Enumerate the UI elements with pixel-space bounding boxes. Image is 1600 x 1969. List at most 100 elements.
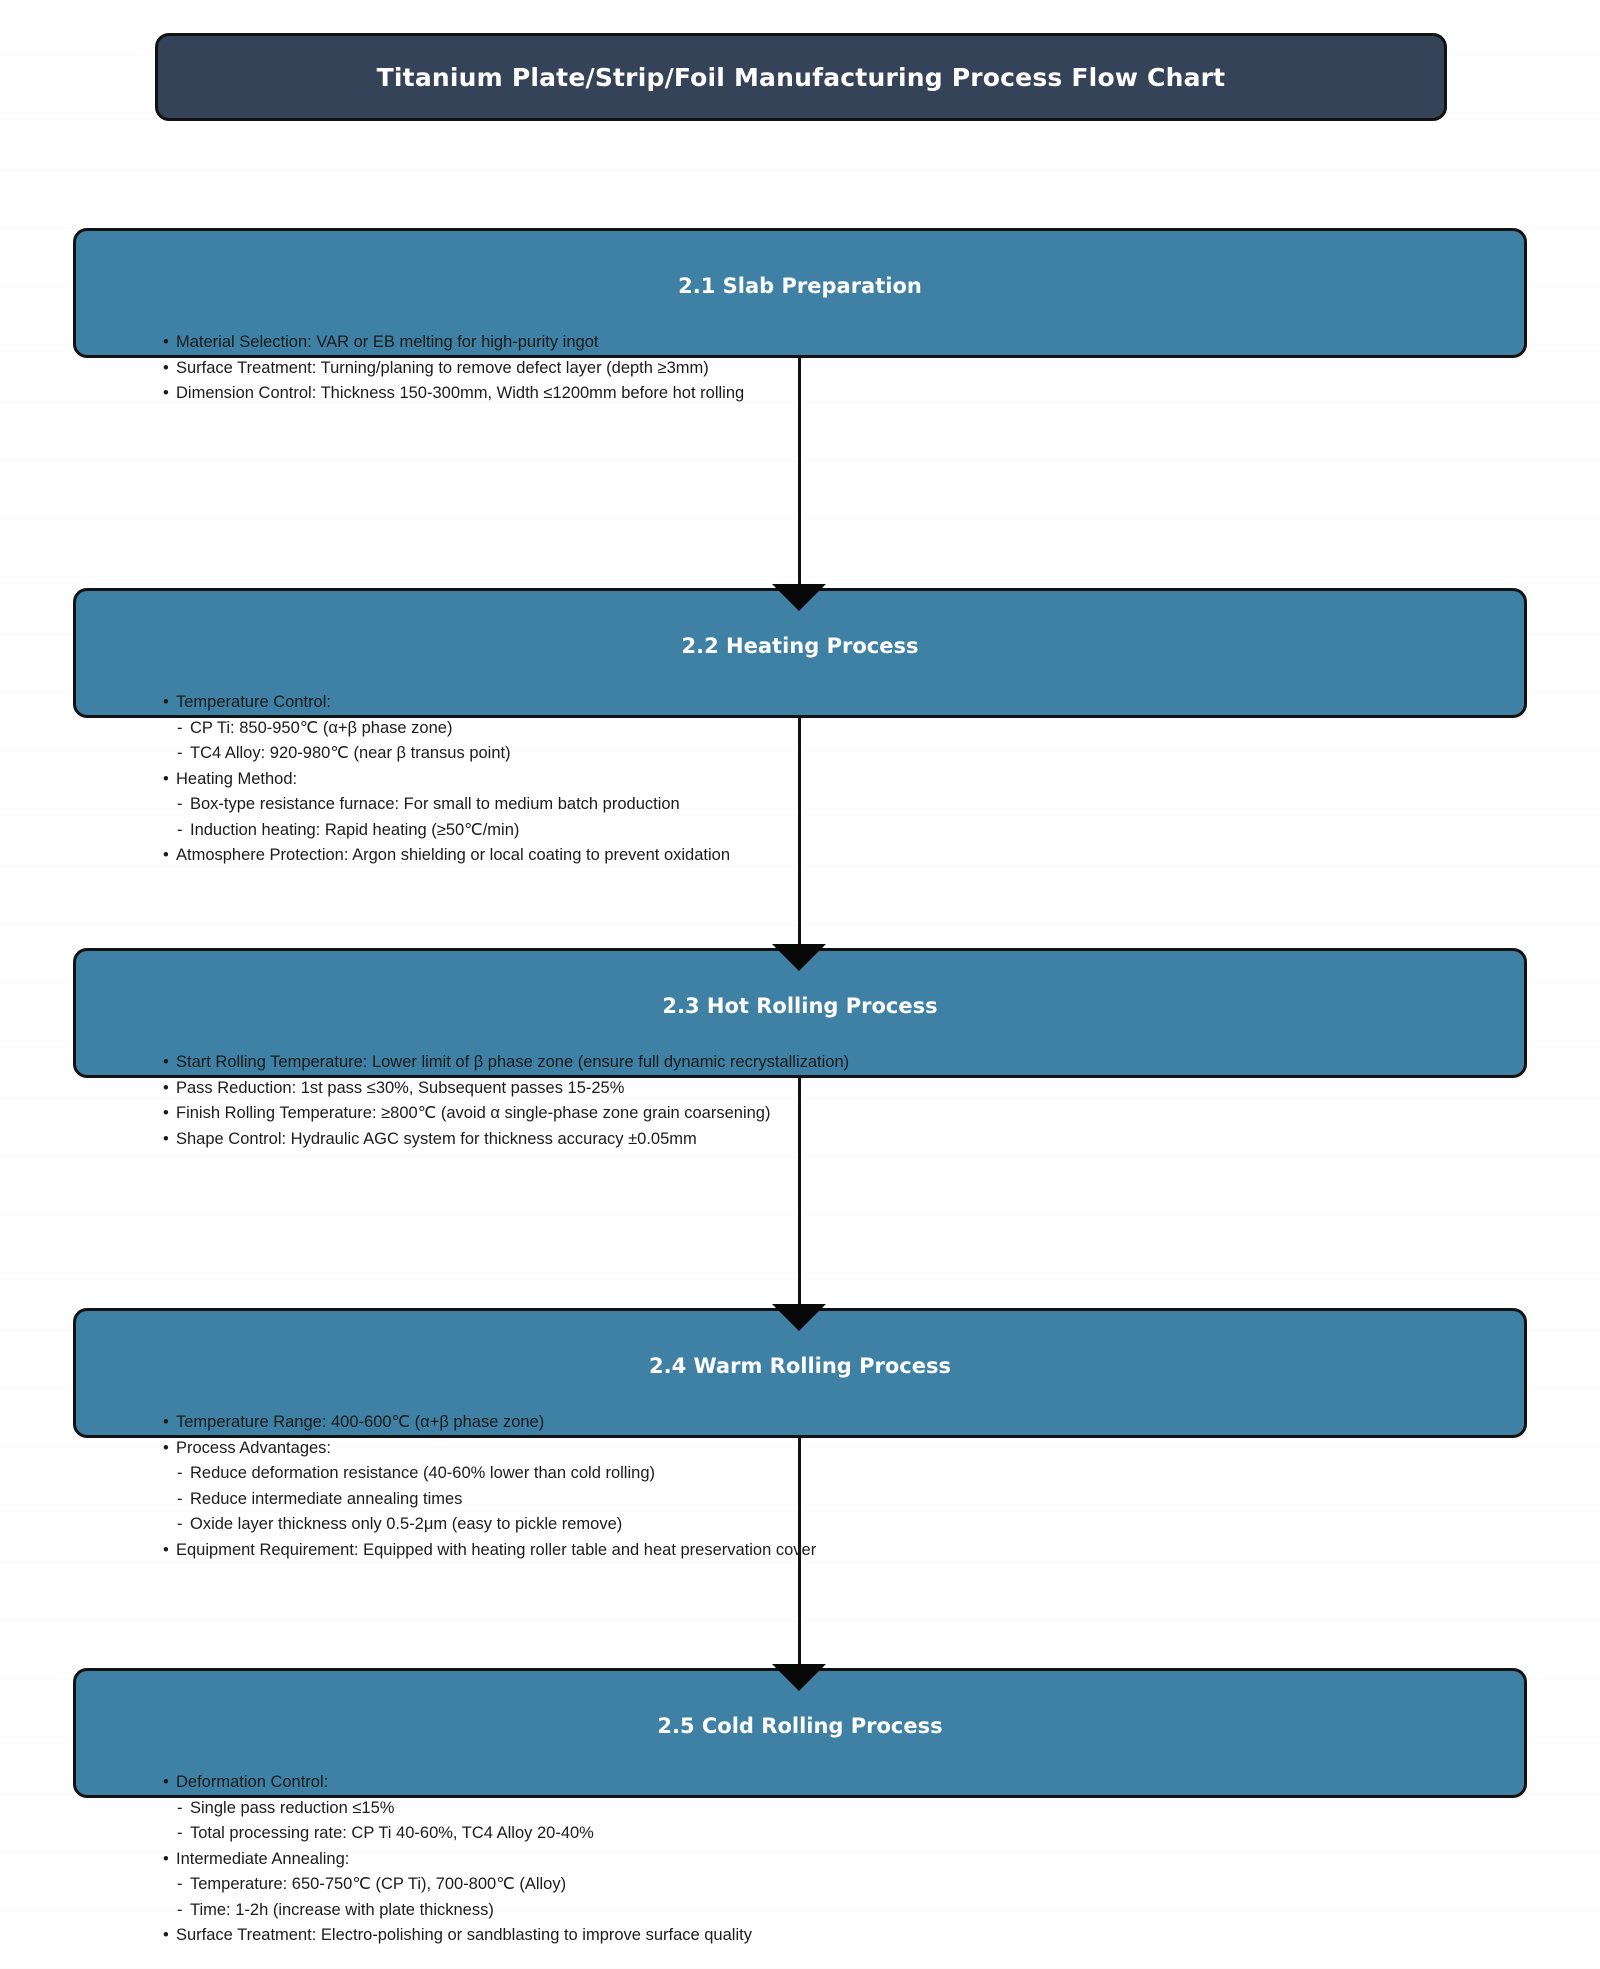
bullet-icon: • (163, 1849, 169, 1868)
stage-bullet-text: Equipment Requirement: Equipped with hea… (176, 1540, 817, 1559)
chart-title-banner: Titanium Plate/Strip/Foil Manufacturing … (155, 33, 1447, 121)
stage-bullet-text: Finish Rolling Temperature: ≥800℃ (avoid… (176, 1104, 771, 1122)
stage-bullet-line: • Heating Method: (163, 767, 730, 793)
sub-bullet-icon: - (177, 1515, 183, 1533)
stage-bullet-text: Temperature Range: 400-600℃ (α+β phase z… (176, 1413, 545, 1431)
stage-bullet-text: TC4 Alloy: 920-980℃ (near β transus poin… (190, 744, 511, 762)
stage-bullet-line: -Oxide layer thickness only 0.5-2μm (eas… (163, 1512, 816, 1538)
stage-header-2-5: 2.5 Cold Rolling Process (657, 1714, 943, 1738)
stage-bullet-line: • Atmosphere Protection: Argon shielding … (163, 843, 730, 869)
flow-connector-line-1 (798, 358, 801, 591)
stage-bullet-line: • Pass Reduction: 1st pass ≤30%, Subseque… (163, 1076, 849, 1102)
stage-bullet-line: • Surface Treatment: Electro-polishing or… (163, 1923, 752, 1949)
bullet-icon: • (163, 1104, 169, 1122)
sub-bullet-icon: - (177, 795, 183, 813)
flow-connector-line-4 (798, 1438, 801, 1671)
stage-bullet-line: • Surface Treatment: Turning/planing to r… (163, 356, 744, 382)
sub-bullet-icon: - (177, 1798, 183, 1817)
bullet-icon: • (163, 384, 169, 402)
stage-bullet-line: • Shape Control: Hydraulic AGC system for… (163, 1127, 849, 1153)
sub-bullet-icon: - (177, 1489, 183, 1508)
stage-bullet-text: Start Rolling Temperature: Lower limit o… (176, 1053, 850, 1071)
bullet-icon: • (163, 1129, 169, 1148)
stage-body-2-3: • Start Rolling Temperature: Lower limit … (163, 1050, 849, 1152)
stage-bullet-text: Dimension Control: Thickness 150-300mm, … (176, 384, 745, 402)
stage-header-2-1: 2.1 Slab Preparation (678, 274, 922, 298)
stage-header-2-3: 2.3 Hot Rolling Process (662, 994, 938, 1018)
stage-bullet-text: Surface Treatment: Turning/planing to re… (176, 358, 709, 377)
stage-bullet-line: -Temperature: 650-750℃ (CP Ti), 700-800℃… (163, 1872, 752, 1898)
stage-bullet-text: Pass Reduction: 1st pass ≤30%, Subsequen… (176, 1078, 625, 1097)
bullet-icon: • (163, 333, 169, 351)
stage-bullet-line: -Induction heating: Rapid heating (≥50℃/… (163, 818, 730, 844)
stage-body-2-2: •Temperature Control:-CP Ti: 850-950℃ (α… (163, 690, 730, 869)
stage-bullet-text: Temperature Control: (176, 693, 331, 711)
stage-bullet-text: Heating Method: (176, 769, 298, 788)
stage-bullet-text: Reduce deformation resistance (40-60% lo… (190, 1464, 655, 1482)
stage-bullet-line: -Box-type resistance furnace: For small … (163, 792, 730, 818)
bullet-icon: • (163, 1773, 169, 1791)
sub-bullet-icon: - (177, 718, 183, 737)
stage-bullet-text: Reduce intermediate annealing times (190, 1489, 463, 1508)
stage-bullet-line: -CP Ti: 850-950℃ (α+β phase zone) (163, 716, 730, 742)
stage-bullet-text: Induction heating: Rapid heating (≥50℃/m… (190, 820, 520, 839)
stage-bullet-line: -TC4 Alloy: 920-980℃ (near β transus poi… (163, 741, 730, 767)
sub-bullet-icon: - (177, 1464, 183, 1482)
stage-bullet-line: • Equipment Requirement: Equipped with he… (163, 1538, 816, 1564)
flow-arrow-head-2 (772, 944, 826, 971)
bullet-icon: • (163, 693, 169, 711)
stage-bullet-line: -Reduce deformation resistance (40-60% l… (163, 1461, 816, 1487)
stage-body-2-4: • Temperature Range: 400-600℃ (α+β phase … (163, 1410, 816, 1563)
stage-bullet-line: • Intermediate Annealing: (163, 1847, 752, 1873)
stage-bullet-line: • Process Advantages: (163, 1436, 816, 1462)
stage-bullet-text: Box-type resistance furnace: For small t… (190, 795, 680, 813)
bullet-icon: • (163, 846, 169, 864)
stage-bullet-text: Intermediate Annealing: (176, 1849, 350, 1868)
stage-bullet-line: • Temperature Control: (163, 690, 730, 716)
stage-bullet-text: CP Ti: 850-950℃ (α+β phase zone) (190, 718, 453, 737)
bullet-icon: • (163, 1413, 169, 1431)
stage-header-2-2: 2.2 Heating Process (681, 634, 919, 658)
bullet-icon: • (163, 769, 169, 788)
stage-bullet-text: Surface Treatment: Electro-polishing or … (176, 1926, 752, 1944)
stage-bullet-text: Material Selection: VAR or EB melting fo… (176, 333, 599, 351)
stage-bullet-line: • Finish Rolling Temperature: ≥800℃ (avoi… (163, 1101, 849, 1127)
stage-bullet-line: • Material Selection: VAR or EB melting f… (163, 330, 744, 356)
stage-bullet-text: Total processing rate: CP Ti 40-60%, TC4… (190, 1824, 594, 1842)
stage-bullet-text: Shape Control: Hydraulic AGC system for … (176, 1129, 697, 1148)
stage-bullet-line: • Start Rolling Temperature: Lower limit … (163, 1050, 849, 1076)
bullet-icon: • (163, 1078, 169, 1097)
bullet-icon: • (163, 1926, 169, 1944)
flow-arrow-head-1 (772, 584, 826, 611)
stage-bullet-line: -Reduce intermediate annealing times (163, 1487, 816, 1513)
flow-connector-line-2 (798, 718, 801, 951)
stage-header-2-4: 2.4 Warm Rolling Process (649, 1354, 951, 1378)
flow-arrow-head-4 (772, 1664, 826, 1691)
stage-body-2-5: • Deformation Control: -Single pass reduct… (163, 1770, 752, 1949)
stage-bullet-text: Atmosphere Protection: Argon shielding o… (176, 846, 730, 864)
bullet-icon: • (163, 358, 169, 377)
flow-connector-line-3 (798, 1078, 801, 1311)
stage-bullet-line: • Dimension Control: Thickness 150-300mm,… (163, 381, 744, 407)
stage-bullet-text: Temperature: 650-750℃ (CP Ti), 700-800℃ … (190, 1875, 567, 1893)
stage-body-2-1: • Material Selection: VAR or EB melting f… (163, 330, 744, 407)
stage-bullet-text: Process Advantages: (176, 1438, 332, 1457)
sub-bullet-icon: - (177, 744, 183, 762)
stage-box-2-1[interactable] (73, 228, 1527, 358)
stage-bullet-line: • Deformation Control: (163, 1770, 752, 1796)
bullet-icon: • (163, 1438, 169, 1457)
sub-bullet-icon: - (177, 1824, 183, 1842)
sub-bullet-icon: - (177, 1875, 183, 1893)
bullet-icon: • (163, 1540, 169, 1559)
stage-bullet-text: Time: 1-2h (increase with plate thicknes… (190, 1900, 494, 1919)
stage-bullet-text: Deformation Control: (176, 1773, 329, 1791)
stage-bullet-text: Oxide layer thickness only 0.5-2μm (easy… (190, 1515, 623, 1533)
stage-bullet-line: -Single pass reduction ≤15% (163, 1796, 752, 1822)
sub-bullet-icon: - (177, 820, 183, 839)
stage-bullet-line: • Temperature Range: 400-600℃ (α+β phase … (163, 1410, 816, 1436)
sub-bullet-icon: - (177, 1900, 183, 1919)
bullet-icon: • (163, 1053, 169, 1071)
stage-bullet-line: -Total processing rate: CP Ti 40-60%, TC… (163, 1821, 752, 1847)
stage-bullet-line: -Time: 1-2h (increase with plate thickne… (163, 1898, 752, 1924)
